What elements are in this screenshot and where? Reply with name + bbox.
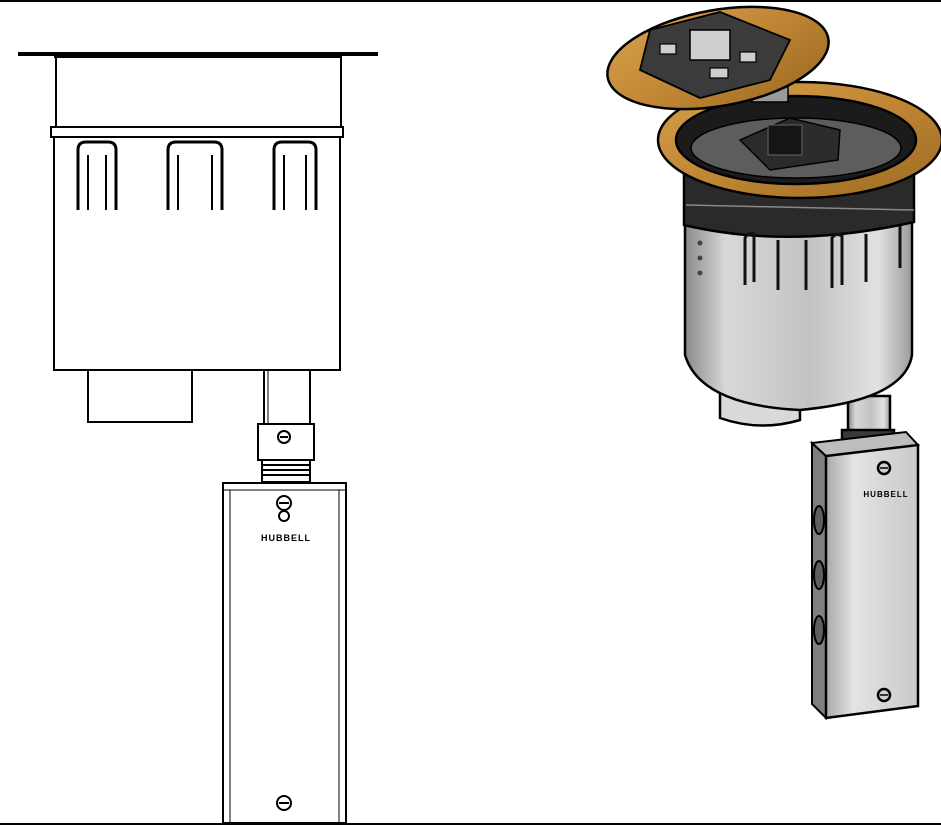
junction-box [222, 482, 347, 824]
coupling-screw [277, 430, 291, 444]
top-border [0, 0, 941, 2]
right-isometric-view [606, 5, 941, 721]
left-brand-label: HUBBELL [261, 533, 311, 543]
main-can [53, 136, 341, 371]
retaining-clips-iso [743, 226, 902, 290]
flange [18, 52, 378, 56]
left-elevation-view [18, 52, 378, 824]
collar-ring [50, 126, 344, 138]
upper-housing [55, 56, 342, 128]
retaining-clips [76, 140, 318, 210]
knockout-holes [813, 505, 825, 645]
right-brand-label: HUBBELL [863, 490, 908, 499]
box-screw-bottom [276, 795, 292, 811]
cover-details [659, 43, 757, 79]
coupling-threads [262, 464, 310, 476]
can-dots [697, 240, 703, 276]
conduit-pipe [263, 369, 311, 425]
bottom-border [0, 823, 941, 825]
junction-box-front [824, 443, 920, 720]
main-can-iso [683, 193, 914, 412]
knockout-hub-left [87, 369, 193, 423]
